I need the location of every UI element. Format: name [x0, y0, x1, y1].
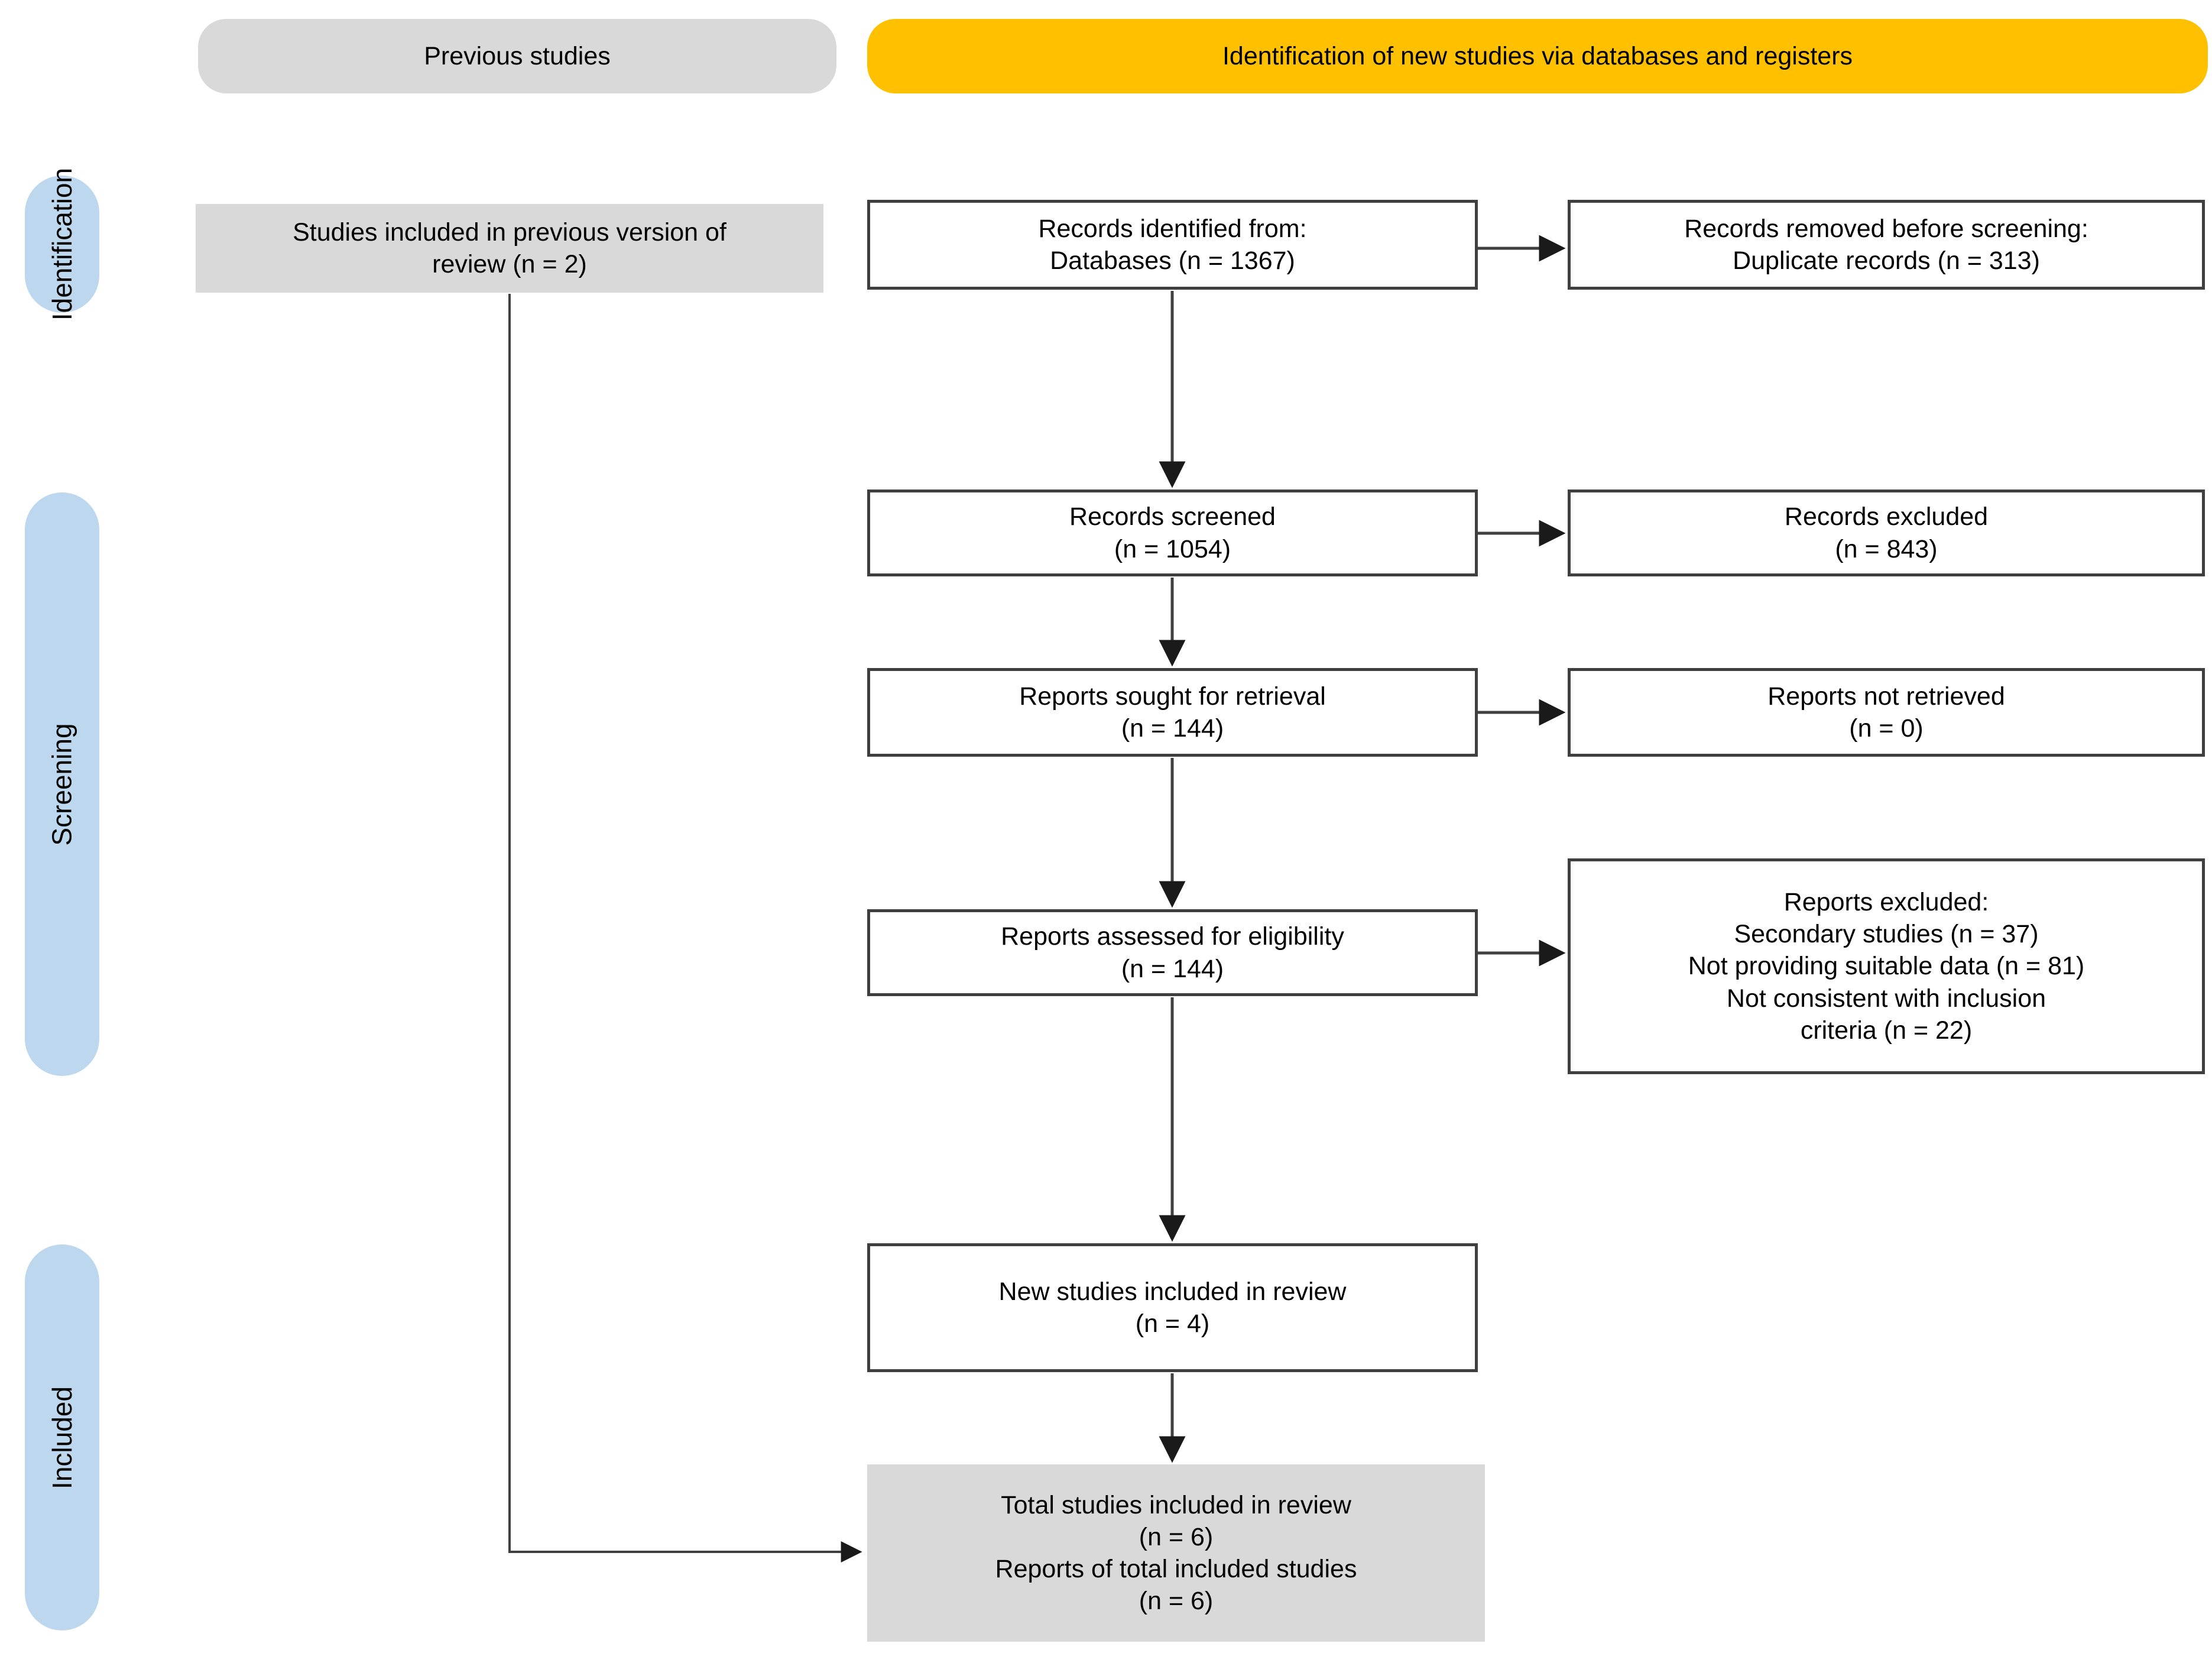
stage-screening: Screening: [25, 492, 99, 1076]
box-records-excluded: Records excluded (n = 843): [1568, 490, 2205, 576]
header-identification-new-studies: Identification of new studies via databa…: [867, 19, 2208, 93]
box-total-included-text: Total studies included in review (n = 6)…: [995, 1490, 1357, 1616]
box-records-screened-text: Records screened (n = 1054): [1069, 503, 1276, 563]
header-previous-studies: Previous studies: [198, 19, 836, 93]
box-new-studies-included: New studies included in review (n = 4): [867, 1243, 1478, 1372]
header-previous-studies-label: Previous studies: [424, 41, 611, 70]
box-records-removed: Records removed before screening: Duplic…: [1568, 200, 2205, 290]
stage-included: Included: [25, 1244, 99, 1630]
box-records-identified: Records identified from: Databases (n = …: [867, 200, 1478, 290]
box-reports-sought-text: Reports sought for retrieval (n = 144): [1019, 682, 1326, 743]
box-reports-assessed: Reports assessed for eligibility (n = 14…: [867, 909, 1478, 996]
header-identification-new-studies-label: Identification of new studies via databa…: [1222, 41, 1853, 70]
box-records-excluded-text: Records excluded (n = 843): [1784, 503, 1989, 563]
box-total-included: Total studies included in review (n = 6)…: [867, 1464, 1485, 1642]
stage-screening-label: Screening: [47, 722, 78, 846]
box-new-studies-included-text: New studies included in review (n = 4): [998, 1277, 1347, 1338]
box-reports-excluded: Reports excluded: Secondary studies (n =…: [1568, 858, 2205, 1074]
stage-identification-label: Identification: [47, 167, 77, 321]
box-records-identified-text: Records identified from: Databases (n = …: [1038, 214, 1307, 275]
box-reports-not-retrieved-text: Reports not retrieved (n = 0): [1767, 682, 2005, 743]
box-reports-excluded-text: Reports excluded: Secondary studies (n =…: [1688, 888, 2085, 1045]
box-records-screened: Records screened (n = 1054): [867, 490, 1478, 576]
box-records-removed-text: Records removed before screening: Duplic…: [1684, 214, 2088, 275]
box-previous-version: Studies included in previous version of …: [196, 204, 823, 293]
box-reports-sought: Reports sought for retrieval (n = 144): [867, 668, 1478, 757]
box-reports-assessed-text: Reports assessed for eligibility (n = 14…: [1001, 922, 1344, 983]
stage-identification: Identification: [25, 168, 99, 320]
box-reports-not-retrieved: Reports not retrieved (n = 0): [1568, 668, 2205, 757]
box-previous-version-text: Studies included in previous version of …: [293, 218, 726, 278]
stage-included-label: Included: [47, 1386, 78, 1489]
